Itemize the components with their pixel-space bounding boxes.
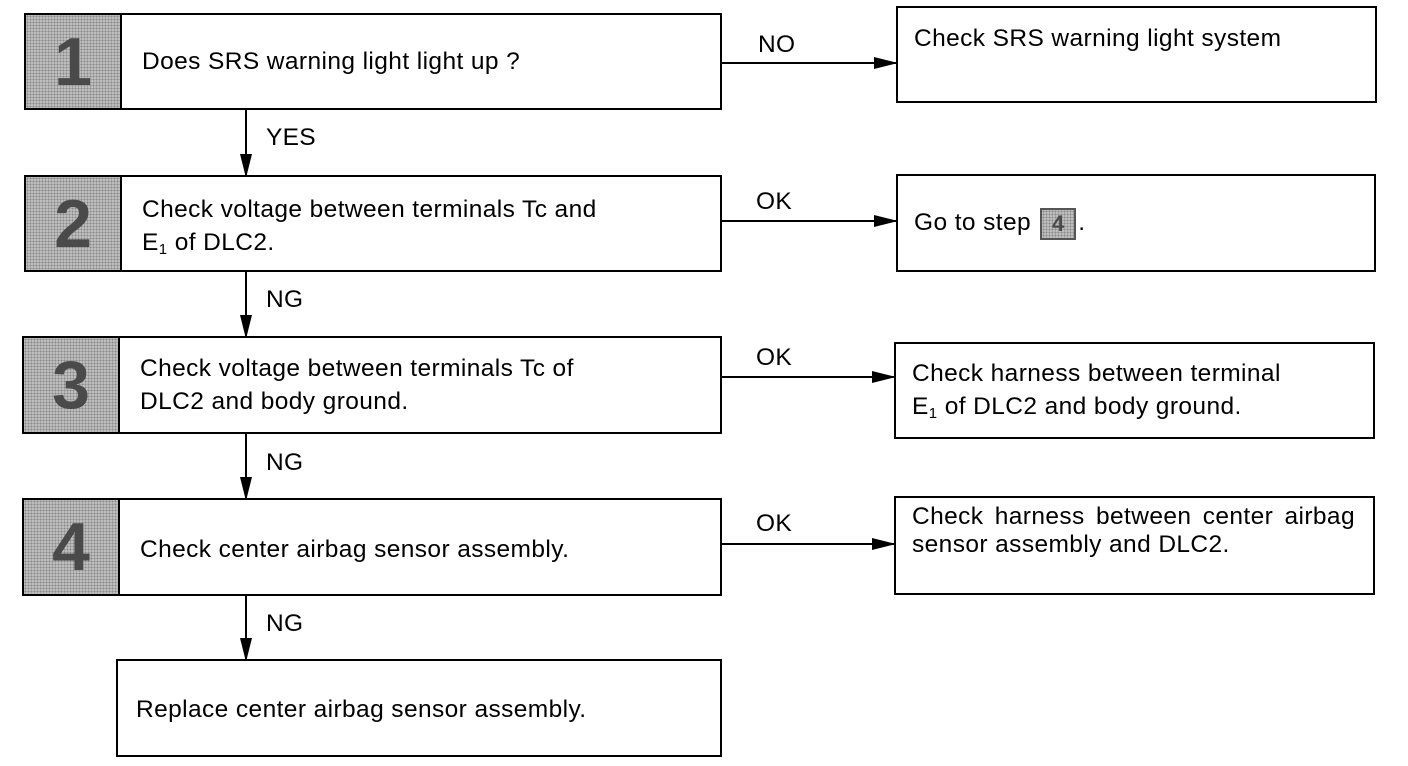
step-2-text: Check voltage between terminals Tc and E… — [142, 193, 700, 266]
label-ng-4: NG — [266, 610, 304, 637]
result-3-text-line-1: Check harness between terminal — [912, 360, 1281, 387]
result-3-box: Check harness between terminal E1 of DLC… — [894, 342, 1375, 439]
label-ok-4: OK — [756, 510, 792, 537]
step-4-number: 4 — [24, 500, 120, 594]
step-4-box: 4 Check center airbag sensor assembly. — [22, 498, 722, 596]
step-2-text-line-2: E1 of DLC2. — [142, 229, 275, 258]
step-1-text: Does SRS warning light light up ? — [142, 48, 521, 75]
result-1-text: Check SRS warning light system — [914, 25, 1282, 52]
result-2-box: Go to step 4. — [896, 174, 1376, 272]
step-3-box: 3 Check voltage between terminals Tc of … — [22, 336, 722, 434]
step-3-number: 3 — [24, 338, 120, 432]
step-2-text-line-1: Check voltage between terminals Tc and — [142, 196, 597, 223]
label-ok-3: OK — [756, 344, 792, 371]
step-2-number: 2 — [26, 177, 122, 270]
step-4-reference-badge: 4 — [1040, 207, 1077, 240]
result-1-box: Check SRS warning light system — [896, 6, 1377, 103]
step-3-text-line-1: Check voltage between terminals Tc of — [140, 355, 574, 382]
result-2-text: Go to step 4. — [914, 206, 1356, 240]
result-3-text-line-2: E1 of DLC2 and body ground. — [912, 393, 1242, 422]
label-no: NO — [758, 31, 796, 58]
label-ng-3: NG — [266, 449, 304, 476]
step-1-box: 1 Does SRS warning light light up ? — [24, 13, 722, 110]
final-text: Replace center airbag sensor assembly. — [136, 696, 587, 723]
label-yes: YES — [266, 124, 316, 151]
step-1-number: 1 — [26, 15, 122, 108]
step-3-text-line-2: DLC2 and body ground. — [140, 388, 409, 415]
label-ng-2: NG — [266, 286, 304, 313]
result-3-text: Check harness between terminal E1 of DLC… — [912, 357, 1355, 430]
final-box: Replace center airbag sensor assembly. — [116, 659, 722, 757]
step-2-box: 2 Check voltage between terminals Tc and… — [24, 175, 722, 272]
step-3-text: Check voltage between terminals Tc of DL… — [140, 352, 700, 418]
label-ok-2: OK — [756, 188, 792, 215]
step-4-text: Check center airbag sensor assembly. — [140, 536, 570, 563]
result-4-box: Check harness between center airbag sens… — [894, 496, 1375, 595]
result-4-text: Check harness between center airbag sens… — [912, 503, 1355, 558]
